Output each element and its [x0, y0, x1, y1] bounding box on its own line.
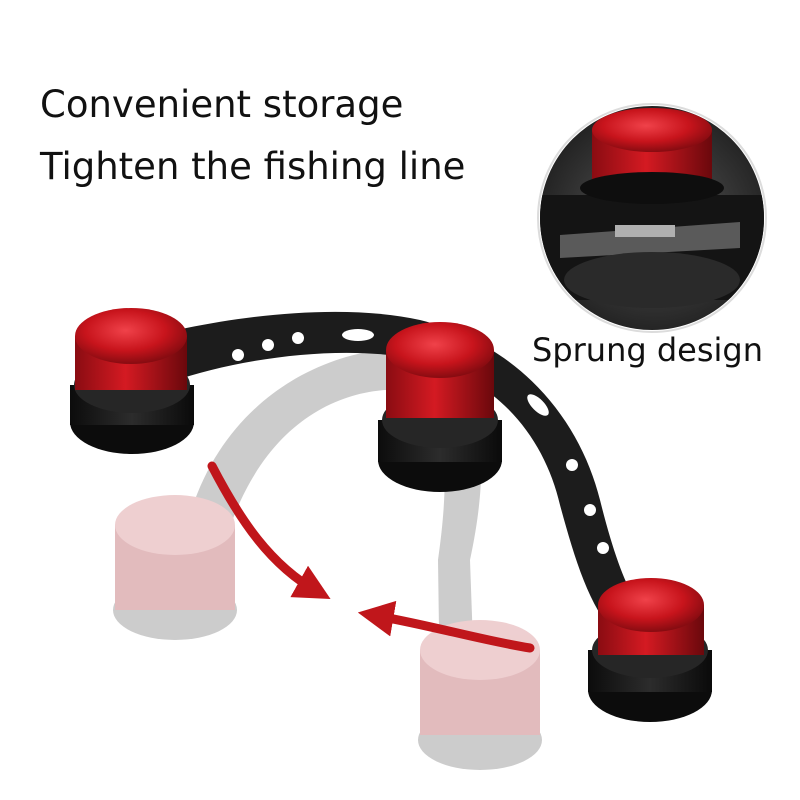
caption-tighten-line: Tighten the fishing line: [40, 145, 466, 188]
curved-arrow-icon: [207, 461, 331, 600]
holder-arm: [120, 311, 650, 640]
red-knob-left: [70, 308, 194, 454]
ghost-holder-folded: [113, 349, 542, 770]
curved-arrow-icon: [357, 600, 535, 653]
red-knob-center: [378, 322, 502, 492]
detail-zoom-circle: [537, 103, 767, 333]
callout-sprung-design: Sprung design: [532, 331, 763, 369]
red-knob-right: [588, 578, 712, 722]
caption-convenient-storage: Convenient storage: [40, 83, 404, 126]
